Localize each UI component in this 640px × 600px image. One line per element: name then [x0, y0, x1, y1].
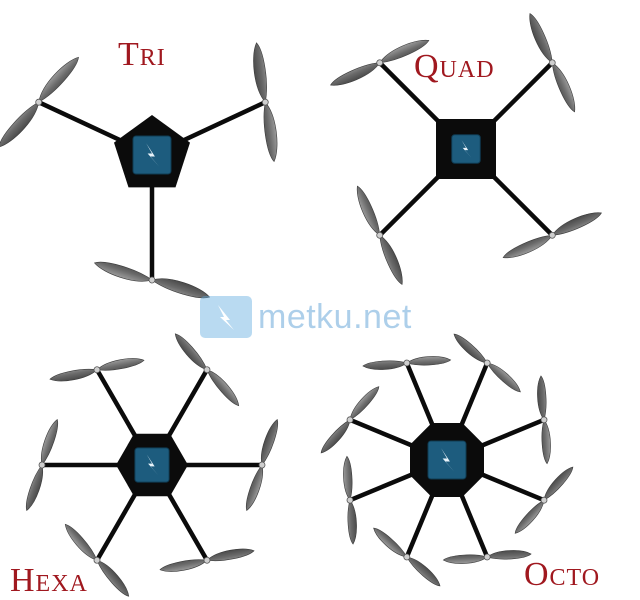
propeller-hub: [346, 496, 354, 504]
propeller: [159, 548, 255, 572]
propeller-hub: [93, 366, 101, 374]
lightning-icon: [146, 143, 160, 167]
propeller: [529, 13, 576, 113]
propeller: [93, 261, 211, 299]
propeller: [25, 418, 59, 512]
octocopter-diagram: [320, 333, 574, 587]
propeller-hub: [376, 59, 384, 67]
propeller-hub: [203, 366, 211, 374]
propeller: [502, 212, 602, 259]
propeller: [343, 455, 357, 545]
lightning-icon: [146, 454, 159, 476]
watermark-text: metku.net: [258, 298, 412, 336]
propeller: [330, 39, 430, 86]
propeller-hub: [148, 276, 156, 284]
propeller: [362, 356, 452, 370]
propeller: [0, 56, 79, 148]
propeller: [174, 333, 240, 407]
propeller-hub: [93, 556, 101, 564]
octo-label: Octo: [524, 556, 601, 593]
propeller-hub: [540, 496, 548, 504]
propeller-hub: [261, 98, 269, 106]
lightning-icon: [461, 140, 472, 158]
propeller: [442, 550, 532, 564]
propeller-hub: [548, 59, 556, 67]
propeller-hub: [403, 553, 411, 561]
hexa-label: Hexa: [10, 562, 88, 599]
lightning-box-icon: [200, 296, 252, 338]
propeller: [373, 527, 441, 587]
propeller: [537, 375, 551, 465]
tri-label: Tri: [118, 36, 166, 73]
propeller-hub: [376, 231, 384, 239]
propeller: [49, 358, 145, 382]
propeller-hub: [483, 359, 491, 367]
hexacopter-diagram: [25, 333, 279, 597]
propeller: [453, 333, 521, 393]
propeller: [64, 523, 130, 597]
watermark: metku.net: [200, 296, 412, 342]
quad-label: Quad: [414, 48, 495, 85]
propeller: [253, 42, 278, 163]
propeller: [320, 386, 380, 454]
propeller: [514, 466, 574, 534]
propeller-hub: [35, 98, 43, 106]
propeller-hub: [540, 416, 548, 424]
propeller-hub: [203, 556, 211, 564]
propeller-hub: [403, 359, 411, 367]
propeller-hub: [548, 231, 556, 239]
propeller-hub: [258, 461, 266, 469]
tricopter-diagram: [0, 42, 278, 299]
propeller-hub: [346, 416, 354, 424]
propeller-hub: [483, 553, 491, 561]
propeller: [356, 185, 403, 285]
lightning-icon: [441, 448, 455, 472]
quadcopter-diagram: [330, 13, 602, 285]
propeller: [245, 418, 279, 512]
propeller-hub: [38, 461, 46, 469]
